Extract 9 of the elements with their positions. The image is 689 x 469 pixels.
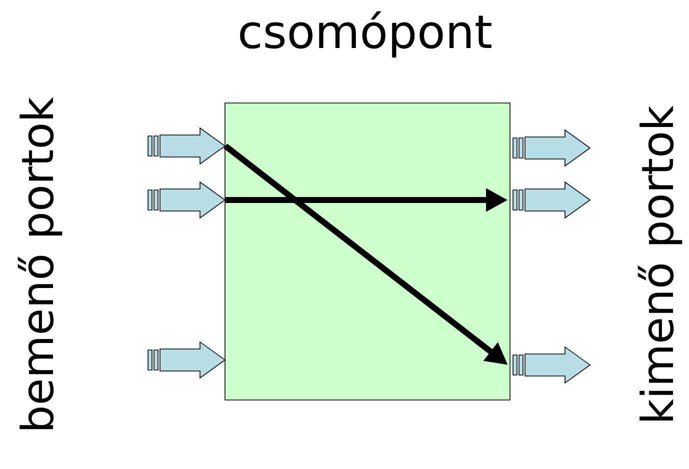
port-arrow: [148, 127, 226, 165]
side-label: bemenő portok: [18, 97, 62, 430]
side-label: kimenő portok: [638, 106, 682, 420]
port-arrow: [148, 181, 226, 219]
title: csomópont: [240, 11, 492, 58]
port-arrow: [512, 181, 591, 219]
port-arrow: [512, 129, 591, 167]
port-arrow: [512, 346, 591, 384]
port-arrow: [148, 341, 226, 379]
